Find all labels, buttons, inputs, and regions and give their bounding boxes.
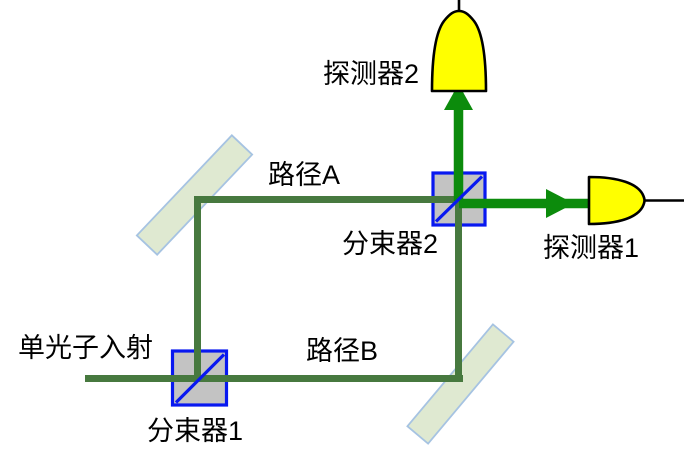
arrowhead-right-icon xyxy=(546,189,574,218)
label-detector-1: 探测器1 xyxy=(543,233,640,263)
label-beam-splitter-1: 分束器1 xyxy=(147,416,244,446)
path-a-beam xyxy=(194,196,459,382)
beam-splitter-2-diagonal xyxy=(434,175,484,223)
detector-2-icon xyxy=(430,9,488,93)
label-detector-2: 探测器2 xyxy=(323,59,420,89)
label-single-photon-input: 单光子入射 xyxy=(18,333,153,363)
label-path-a: 路径A xyxy=(268,160,341,190)
label-path-b: 路径B xyxy=(306,336,379,366)
beam-splitter-1-diagonal xyxy=(174,353,226,404)
mirror-upper-left-icon xyxy=(135,134,254,256)
detector-1-icon xyxy=(587,175,646,226)
label-beam-splitter-2: 分束器2 xyxy=(342,229,439,259)
arrowhead-up-icon xyxy=(444,84,473,110)
